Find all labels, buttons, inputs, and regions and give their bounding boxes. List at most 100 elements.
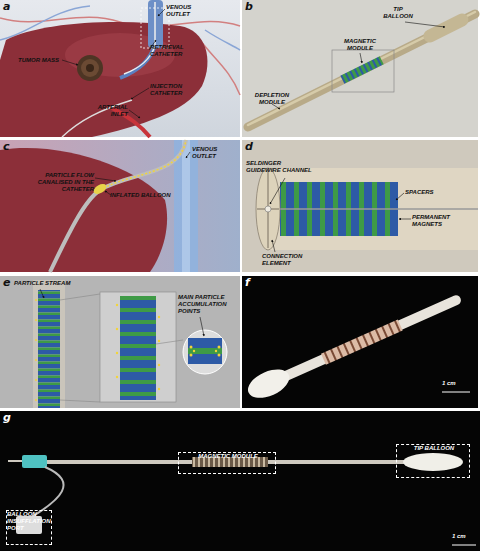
device-photo [0, 411, 480, 551]
magnetic-module [321, 320, 403, 365]
leader-line [40, 289, 44, 298]
leader-line [95, 178, 116, 181]
callout-label: VENOUS OUTLET [166, 4, 204, 18]
catheter-body [267, 294, 463, 389]
callout-label: DEPLETION MODULE [250, 92, 294, 106]
panel-background [0, 0, 240, 137]
illustration-detail [35, 319, 37, 321]
illustration-detail [193, 350, 195, 352]
panel-background [242, 0, 478, 137]
vena-cava-highlight [182, 140, 190, 272]
leader-line [131, 88, 149, 99]
illustration-detail [116, 376, 118, 378]
callout-label: VENOUS OUTLET [192, 146, 232, 160]
illustration-detail [35, 399, 37, 401]
liver [0, 22, 207, 137]
particle-stream [35, 299, 160, 401]
illustration-detail [35, 339, 37, 341]
callout-label: SELDINGER GUIDEWIRE CHANNEL [246, 160, 316, 174]
illustration-detail [218, 354, 221, 357]
illustration-detail [35, 379, 37, 381]
panel-letter: c [3, 140, 10, 153]
callout-label: INJECTION CATHETER [150, 83, 192, 97]
leader-line [129, 110, 140, 118]
zoom-line [60, 294, 100, 300]
callout-label: TIP BALLOON [378, 6, 418, 20]
scale-bar [452, 545, 476, 546]
panel-letter: f [245, 276, 250, 289]
illustration-detail [158, 340, 160, 342]
prototype-photo [242, 276, 478, 408]
catheter-body [248, 14, 475, 127]
callout-label: SPACERS [405, 189, 445, 196]
zoom-line [60, 400, 100, 402]
panel-background [242, 276, 478, 408]
inflated-balloon [92, 182, 108, 196]
callout-label: CONNECTION ELEMENT [262, 253, 322, 267]
callout-label: 1 cm [452, 533, 478, 540]
tip-balloon [430, 20, 462, 36]
panel-background [0, 140, 240, 272]
illustration-detail [116, 304, 118, 306]
spacer-zoom [188, 348, 222, 354]
leader-line [396, 193, 404, 200]
panel-letter: a [3, 0, 10, 13]
leader-line [270, 178, 285, 204]
panel-letter: b [245, 0, 253, 13]
catheter-hub [22, 455, 47, 468]
panel-background [242, 140, 478, 272]
catheter-overview [242, 0, 478, 137]
leader-line [399, 219, 411, 220]
retrieval-catheter [124, 2, 155, 74]
liver-illustration [0, 0, 240, 137]
callout-label: 1 cm [442, 380, 472, 387]
figure-panel: c [0, 140, 240, 272]
leader-line [62, 60, 78, 65]
retrieval-catheter [50, 140, 186, 272]
illustration-detail [35, 359, 37, 361]
leader-line [272, 240, 275, 252]
guidewire-port [265, 206, 271, 212]
magnetic-module [192, 457, 268, 467]
callout-label: TUMOR MASS [18, 57, 66, 64]
illustration-detail [116, 352, 118, 354]
tumor-ring [81, 59, 99, 77]
zoom-line [156, 340, 183, 344]
callout-label: PARTICLE STREAM [14, 280, 94, 287]
callout-box: BALLOON INSUFFLATION PORT [6, 510, 52, 545]
callout-label: ARTERIAL INLET [92, 104, 128, 118]
illustration-detail [158, 364, 160, 366]
tumor-core [86, 64, 94, 72]
illustration-detail [158, 316, 160, 318]
magnet-zoom [188, 354, 222, 364]
illustration-detail [215, 350, 217, 352]
zoom-frame [332, 50, 394, 92]
leader-line [200, 317, 204, 336]
panel-letter: e [3, 276, 10, 289]
figure-panel: d [242, 140, 478, 272]
illustration-detail [218, 346, 221, 349]
callout-box: TIP BALLOON [396, 444, 470, 478]
panel-letter: d [245, 140, 253, 153]
magnetic-module-detail [242, 140, 478, 272]
illustration-detail [116, 328, 118, 330]
injection-catheter [62, 100, 132, 137]
zoom-frame [100, 292, 176, 402]
magnet-zoom [188, 338, 222, 348]
illustration-detail [190, 346, 193, 349]
figure-panel: gMAGNETIC MODULETIP BALLOONBALLOON INSUF… [0, 411, 480, 551]
vein-branch [205, 30, 240, 50]
shell-end [256, 168, 280, 250]
illustration-detail [158, 388, 160, 390]
particle-capture-detail [0, 276, 240, 408]
callout-label: MAGNETIC MODULE [336, 38, 384, 52]
illustration-detail [190, 354, 193, 357]
callout-label: RETRIEVAL CATHETER [150, 44, 192, 58]
magnet-stack-zoom [120, 296, 156, 400]
zoom-circle [183, 330, 227, 374]
